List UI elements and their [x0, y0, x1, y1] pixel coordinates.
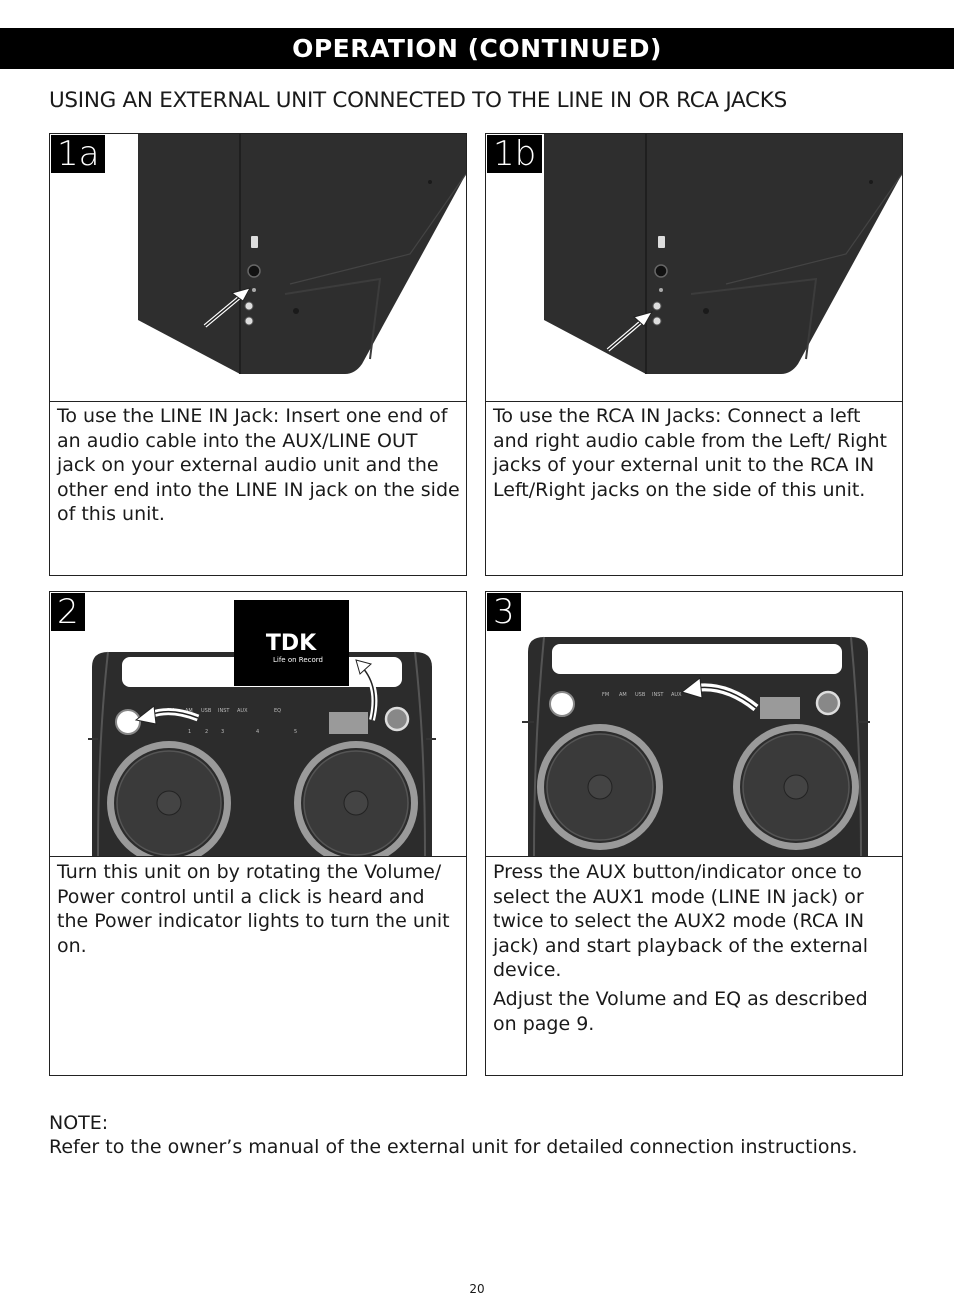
display-window — [760, 697, 800, 719]
instruction-text: Turn this unit on by rotating the Volume… — [57, 860, 460, 958]
preset-label: 5 — [294, 729, 297, 735]
instruction-paragraph: Adjust the Volume and EQ as described on… — [493, 987, 868, 1035]
instruction-paragraph: To use the LINE IN Jack: Insert one end … — [57, 405, 460, 526]
illustration-power-on: FM AM USB INST AUX EQ 1 2 3 4 5 — [50, 592, 466, 857]
preset-label: 3 — [221, 729, 224, 735]
line-in-jack-icon — [654, 264, 668, 278]
instruction-paragraph: To use the RCA IN Jacks: Connect a left … — [493, 405, 888, 501]
display-window — [329, 712, 368, 734]
mode-label: AM — [619, 692, 627, 698]
brand-logo-text: TDK — [266, 631, 317, 656]
instruction-text: To use the RCA IN Jacks: Connect a left … — [493, 404, 896, 502]
section-banner: OPERATION (CONTINUED) — [0, 28, 954, 69]
speaker-left-icon — [537, 724, 663, 850]
side-jacks-illustration — [138, 134, 466, 374]
volume-knob-icon — [549, 691, 575, 717]
page-number: 20 — [469, 1282, 485, 1296]
instruction-text: To use the LINE IN Jack: Insert one end … — [57, 404, 460, 527]
speaker-left-icon — [107, 741, 231, 856]
usb-port-icon — [251, 236, 258, 248]
brand-tagline: Life on Record — [273, 656, 323, 664]
eq-knob-icon — [815, 690, 841, 716]
illustration-line-in-jack: 1a — [50, 134, 466, 402]
note-title: NOTE: — [49, 1112, 109, 1134]
mode-label: USB — [201, 708, 212, 714]
boombox-front-illustration: FM AM USB INST AUX — [522, 636, 870, 856]
rca-left-jack-icon — [244, 301, 254, 311]
aux-label: AUX — [671, 692, 682, 698]
mode-label: INST — [652, 692, 664, 698]
eq-knob-icon — [384, 706, 410, 732]
rotate-arrow-icon — [134, 705, 200, 725]
curved-arrow-icon — [355, 659, 378, 721]
instruction-text: Press the AUX button/indicator once to s… — [493, 860, 896, 1036]
boombox-front-illustration: FM AM USB INST AUX EQ 1 2 3 4 5 — [88, 600, 436, 856]
side-jacks-illustration — [544, 134, 902, 374]
mode-label: AM — [185, 708, 193, 714]
step-number: 1b — [487, 135, 543, 173]
step-number: 2 — [51, 593, 85, 631]
rca-right-jack-icon — [244, 316, 254, 326]
page-heading: USING AN EXTERNAL UNIT CONNECTED TO THE … — [49, 88, 787, 113]
volume-knob-icon — [115, 709, 141, 735]
pointer-arrow-icon — [203, 287, 251, 328]
speaker-right-icon — [294, 741, 418, 856]
instruction-paragraph: Turn this unit on by rotating the Volume… — [57, 861, 450, 957]
step-number: 3 — [487, 593, 521, 631]
preset-label: 2 — [205, 729, 208, 735]
mode-label: FM — [602, 692, 609, 698]
mode-label: AUX — [237, 708, 248, 714]
panel-1a: 1a To use the LINE IN Jack: Insert one e… — [49, 133, 467, 576]
tdk-logo — [234, 600, 349, 686]
pointer-arrow-icon — [680, 677, 759, 712]
pointer-arrow-icon — [606, 311, 654, 352]
illustration-rca-jacks: 1b — [486, 134, 902, 402]
speaker-right-icon — [733, 724, 859, 850]
illustration-aux-button: FM AM USB INST AUX — [486, 592, 902, 857]
preset-label: 1 — [188, 729, 191, 735]
panel-2: FM AM USB INST AUX EQ 1 2 3 4 5 — [49, 591, 467, 1076]
preset-label: 4 — [256, 729, 259, 735]
rca-left-jack-icon — [652, 301, 662, 311]
line-in-jack-icon — [247, 264, 261, 278]
mode-label: INST — [218, 708, 230, 714]
usb-port-icon — [658, 236, 665, 248]
rca-right-jack-icon — [652, 316, 662, 326]
eq-label: EQ — [274, 708, 281, 714]
panel-1b: 1b To use the RCA IN Jacks: Connect a le… — [485, 133, 903, 576]
panel-3: FM AM USB INST AUX — [485, 591, 903, 1076]
note-body: Refer to the owner’s manual of the exter… — [49, 1136, 858, 1158]
instruction-paragraph: Press the AUX button/indicator once to s… — [493, 861, 869, 982]
step-number: 1a — [51, 135, 106, 173]
mode-label: USB — [635, 692, 646, 698]
